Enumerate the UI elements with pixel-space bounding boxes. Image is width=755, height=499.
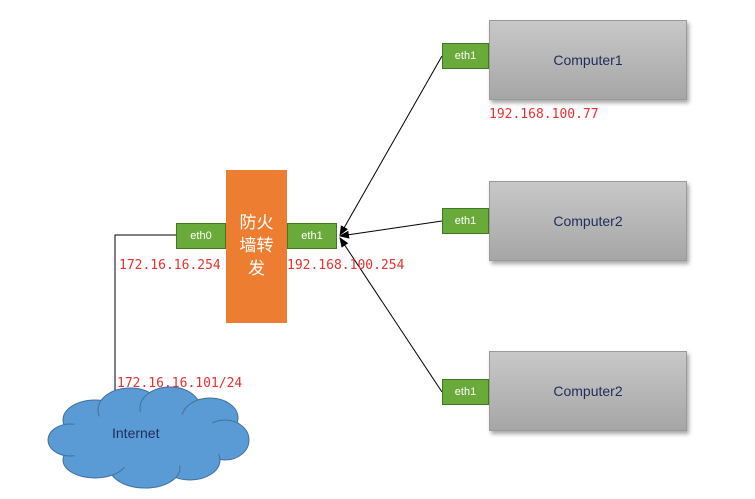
computer3-label: Computer2	[553, 383, 623, 399]
computer1-link-line	[339, 55, 443, 236]
computer2-link-line	[339, 220, 443, 239]
computer2-label: Computer2	[553, 213, 623, 229]
firewall-eth1-port: eth1	[287, 223, 337, 249]
firewall-box: 防火墙转发	[226, 170, 287, 323]
computer1-ip: 192.168.100.77	[489, 107, 599, 122]
eth0-to-internet-line	[111, 234, 176, 406]
eth0-ip: 172.16.16.254	[119, 258, 221, 273]
computer1-label: Computer1	[553, 52, 623, 68]
computer3-link-line	[339, 237, 443, 393]
computer2-eth1-port: eth1	[442, 208, 489, 234]
computer1-eth1-port: eth1	[442, 43, 489, 69]
computer1-box: Computer1	[489, 20, 687, 100]
computer2-box: Computer2	[489, 181, 687, 261]
internet-label: Internet	[112, 425, 160, 441]
computer3-box: Computer2	[489, 351, 687, 431]
internet-ip: 172.16.16.101/24	[117, 376, 243, 391]
eth1-ip: 192.168.100.254	[287, 258, 405, 273]
computer3-eth1-port: eth1	[442, 379, 489, 405]
firewall-eth0-port: eth0	[176, 223, 226, 249]
firewall-label: 防火墙转发	[239, 213, 274, 279]
